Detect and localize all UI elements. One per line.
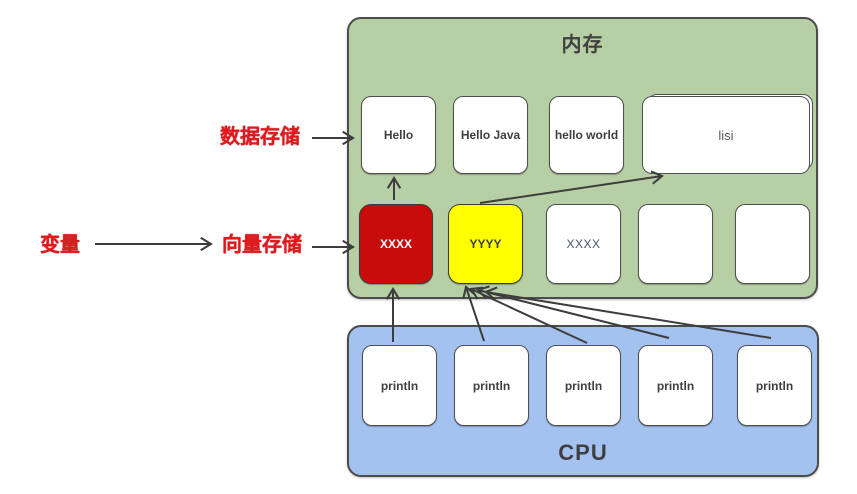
- memory-vector-cell-yellow: YYYY: [448, 204, 523, 284]
- cpu-cell-println-1: println: [362, 345, 437, 426]
- variable-label: 变量: [40, 234, 80, 256]
- memory-title: 内存: [561, 34, 604, 56]
- cpu-container: CPU println println println println prin…: [347, 325, 819, 477]
- memory-container: 内存 Hello Hello Java hello world lisi XXX…: [347, 17, 818, 299]
- memory-vector-cell-red: XXXX: [359, 204, 433, 284]
- memory-vector-cell-xxxx: XXXX: [546, 204, 621, 284]
- cpu-cell-println-5: println: [737, 345, 812, 426]
- cpu-title: CPU: [558, 440, 608, 465]
- cpu-cell-println-3: println: [546, 345, 621, 426]
- memory-data-cell-hello-java: Hello Java: [453, 96, 528, 174]
- memory-data-cell-hello: Hello: [361, 96, 436, 174]
- vector-storage-label: 向量存储: [222, 234, 302, 256]
- cpu-cell-println-4: println: [638, 345, 713, 426]
- memory-data-cell-lisi: lisi: [642, 94, 813, 174]
- data-storage-label: 数据存储: [220, 126, 300, 148]
- memory-vector-cell-empty-1: [638, 204, 713, 284]
- memory-data-cell-hello-world: hello world: [549, 96, 624, 174]
- memory-vector-cell-empty-2: [735, 204, 810, 284]
- cpu-cell-println-2: println: [454, 345, 529, 426]
